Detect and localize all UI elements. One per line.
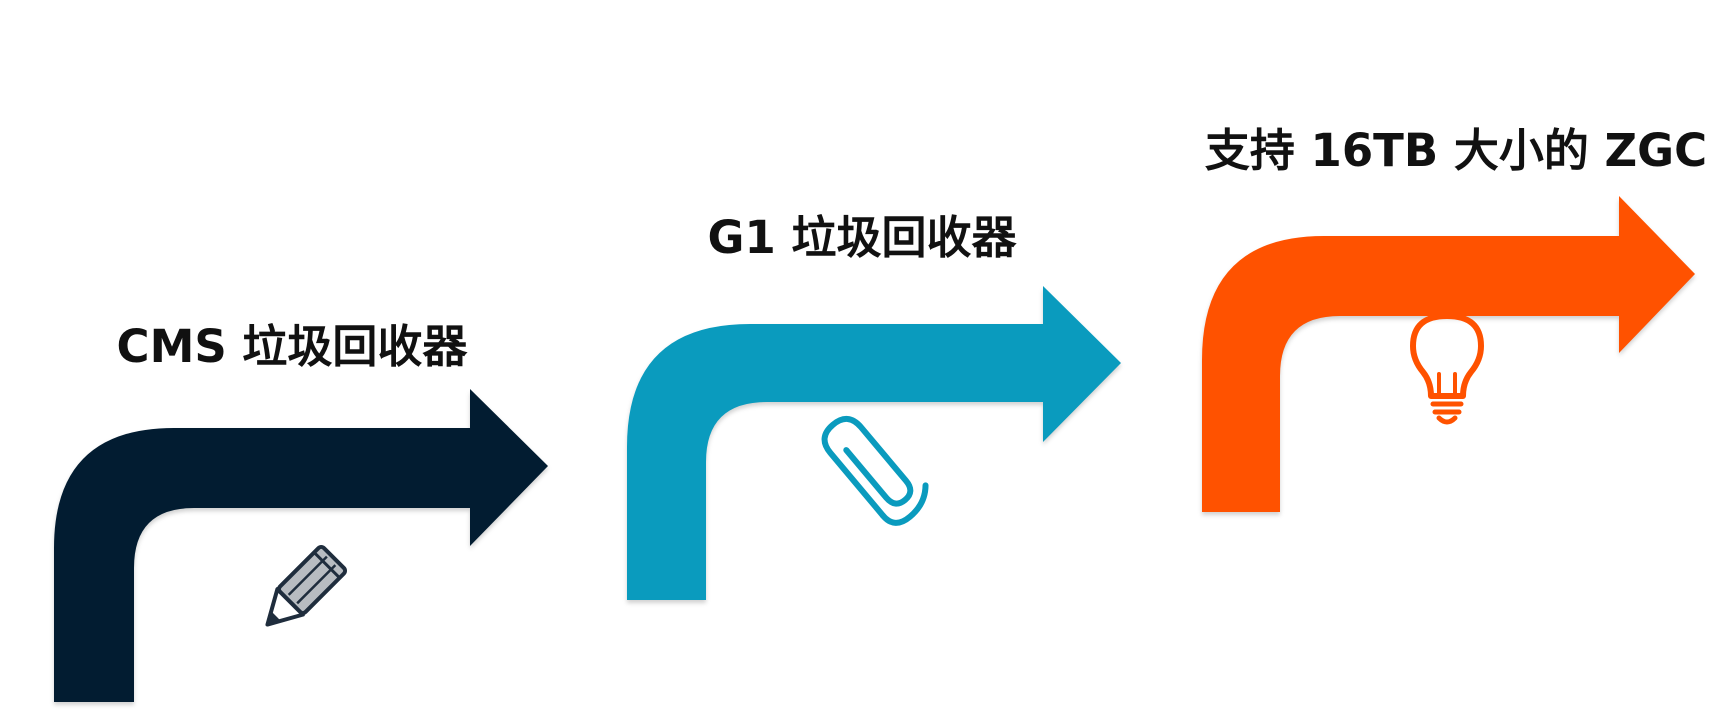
step-zgc: 支持 16TB 大小的 ZGC bbox=[1202, 124, 1707, 512]
step-label-zgc: 支持 16TB 大小的 ZGC bbox=[1205, 124, 1707, 177]
paperclip-icon bbox=[821, 415, 929, 526]
pencil-icon bbox=[265, 544, 348, 627]
step-label-g1: G1 垃圾回收器 bbox=[708, 211, 1018, 264]
step-label-cms: CMS 垃圾回收器 bbox=[117, 320, 469, 373]
arrow-zgc bbox=[1202, 196, 1695, 512]
step-g1: G1 垃圾回收器 bbox=[627, 211, 1121, 600]
lightbulb-icon bbox=[1410, 313, 1484, 425]
step-cms: CMS 垃圾回收器 bbox=[54, 320, 548, 702]
arrow-cms bbox=[54, 389, 548, 702]
arrow-g1 bbox=[627, 286, 1121, 600]
